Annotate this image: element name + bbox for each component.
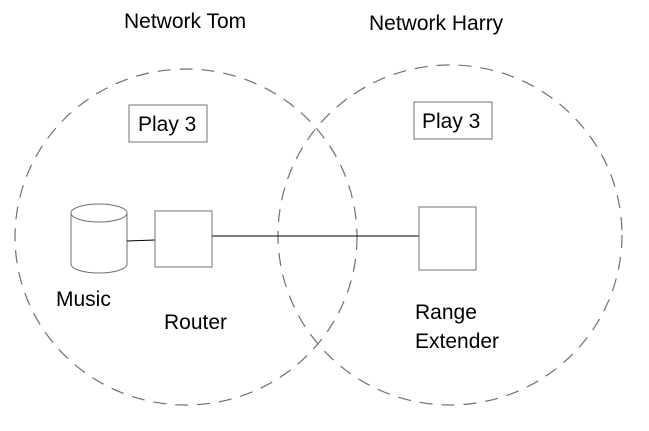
music-label: Music: [56, 288, 111, 311]
router-box: [154, 210, 213, 268]
range-extender-label-line2: Extender: [415, 330, 499, 353]
play3-left-box: [128, 104, 208, 143]
network-harry-circle: [277, 64, 623, 406]
music-cylinder-icon: [70, 203, 128, 274]
network-tom-label: Network Tom: [124, 10, 246, 33]
range-extender-label-line1: Range: [415, 301, 477, 324]
play3-right-label: Play 3: [422, 110, 480, 133]
range-extender-box: [418, 206, 477, 271]
network-harry-label: Network Harry: [369, 12, 504, 35]
play3-left-label: Play 3: [138, 113, 196, 136]
play3-right-box: [413, 101, 493, 140]
router-label: Router: [164, 311, 227, 334]
music-router-link: [126, 239, 156, 242]
network-tom-circle: [14, 68, 358, 406]
